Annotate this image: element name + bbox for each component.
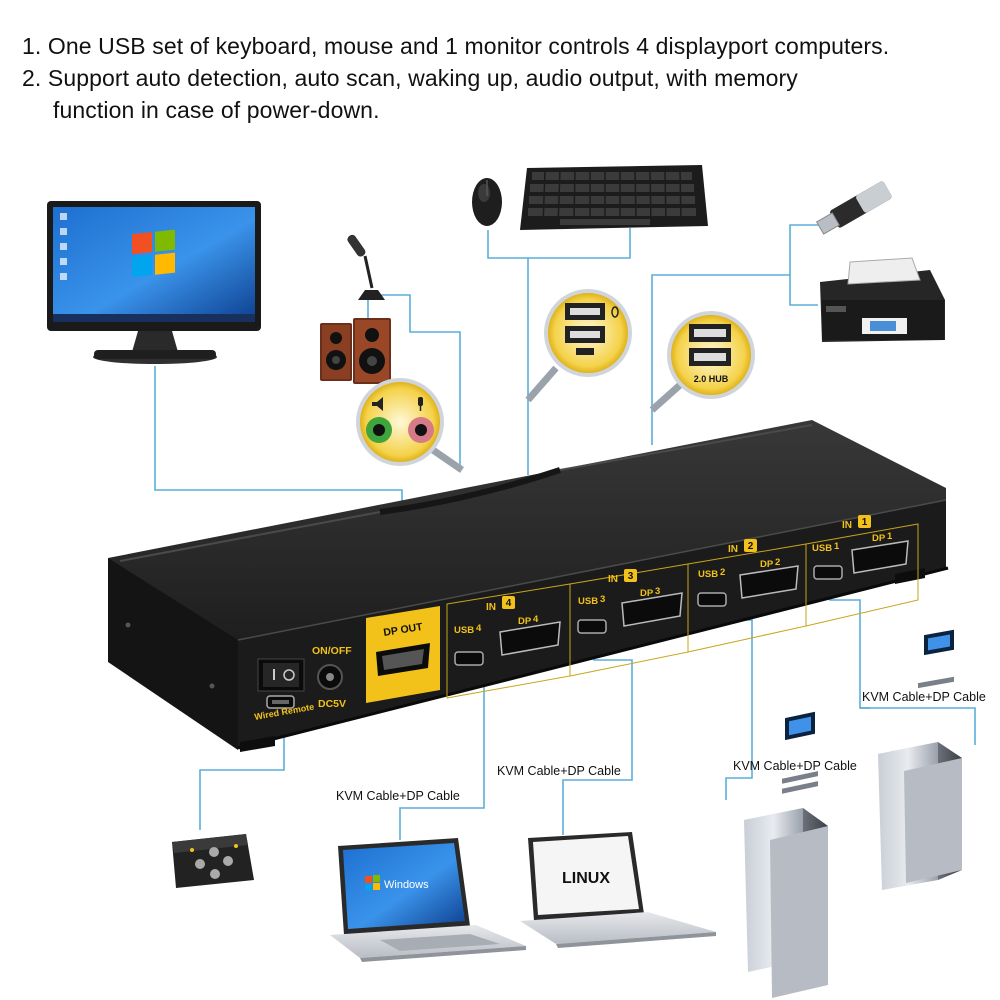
- dp4-label: DP: [518, 616, 532, 627]
- power-switch: [257, 658, 305, 692]
- connection-lines: [154, 224, 976, 840]
- usb1-number: 1: [834, 541, 840, 552]
- dp3-label: DP: [640, 588, 654, 599]
- dp3-port: [621, 592, 683, 627]
- power-label: ON/OFF: [312, 645, 352, 657]
- in1-number: 1: [862, 517, 868, 528]
- audio-jack-magnifier: [356, 378, 464, 473]
- tower-pc-2: [744, 711, 828, 998]
- in4-line: [399, 680, 485, 840]
- usb4-number: 4: [476, 623, 482, 634]
- remote-port: [266, 695, 295, 709]
- usb3-label: USB: [578, 596, 598, 607]
- keyboard-icon: [520, 165, 708, 230]
- dp2-number: 2: [775, 557, 780, 568]
- in3-line: [562, 650, 633, 835]
- in1-label: IN: [842, 520, 852, 531]
- usb2-label: USB: [698, 569, 718, 580]
- feature-item-2: 2. Support auto detection, auto scan, wa…: [22, 65, 798, 91]
- printer-icon: [820, 257, 945, 342]
- dp1-port: [851, 540, 909, 574]
- usb3-port: [577, 619, 607, 634]
- windows-laptop: Windows: [330, 838, 526, 962]
- cable-label-in2: KVM Cable+DP Cable: [733, 759, 857, 773]
- dc-label: DC5V: [318, 698, 346, 710]
- windows-screen-text: Windows: [384, 879, 429, 891]
- cable-label-in4: KVM Cable+DP Cable: [336, 789, 460, 803]
- usb2-port: [697, 592, 727, 607]
- tower-pc-1: [878, 629, 962, 890]
- cable-label-in3: KVM Cable+DP Cable: [497, 764, 621, 778]
- dp2-port: [739, 565, 799, 599]
- dc-jack: [317, 664, 343, 690]
- feature-item-2-continuation: function in case of power-down.: [53, 97, 380, 123]
- audio-line: [380, 294, 461, 470]
- windows-logo-small-icon: [365, 875, 380, 891]
- microphone-small-icon: [418, 397, 423, 411]
- dp-out-block: DP OUT: [366, 606, 440, 703]
- speaker-icon: [372, 397, 383, 411]
- linux-laptop: LINUX: [520, 832, 716, 948]
- in3-number: 3: [628, 571, 634, 582]
- printer-line: [789, 275, 818, 306]
- usb3-number: 3: [600, 594, 605, 605]
- input-group-1: IN 1 USB 1 DP 1: [805, 515, 919, 627]
- hub-label: 2.0 HUB: [694, 374, 729, 384]
- dp4-port: [499, 621, 561, 656]
- usb4-port: [454, 651, 484, 666]
- usb4-label: USB: [454, 625, 474, 636]
- keyboard-small-icon: [576, 348, 594, 355]
- in4-label: IN: [486, 602, 496, 613]
- usb2-number: 2: [720, 567, 725, 578]
- input-group-2: IN 2 USB 2 DP 2: [687, 539, 807, 653]
- desktop-monitor: [47, 201, 261, 364]
- kvm-switch: ON/OFF DC5V Wired Remote DP OUT IN 4 USB…: [108, 420, 949, 752]
- remote-line: [199, 730, 285, 830]
- in4-number: 4: [506, 598, 512, 609]
- linux-screen-text: LINUX: [562, 870, 610, 887]
- usb1-port: [813, 565, 843, 580]
- mouse-small-icon: [611, 306, 619, 318]
- usb-port-magnifier: [525, 289, 632, 403]
- dp3-number: 3: [655, 586, 660, 597]
- mouse-icon: [472, 178, 502, 226]
- feature-list: 1. One USB set of keyboard, mouse and 1 …: [22, 30, 987, 126]
- dp4-number: 4: [533, 614, 539, 625]
- cable-label-in1: KVM Cable+DP Cable: [862, 690, 986, 704]
- kvm-top: [108, 420, 946, 642]
- usb1-label: USB: [812, 543, 832, 554]
- in1-line: [829, 595, 976, 745]
- windows-logo-icon: [132, 229, 175, 278]
- dp2-label: DP: [760, 559, 774, 570]
- keyboard-line: [487, 228, 631, 259]
- dp1-label: DP: [872, 533, 886, 544]
- usb-flash-drive-icon: [815, 181, 892, 235]
- usb-hub-magnifier: 2.0 HUB: [649, 311, 755, 413]
- in2-number: 2: [748, 541, 754, 552]
- dp1-number: 1: [887, 531, 893, 542]
- speakers-icon: [320, 318, 391, 384]
- wired-remote-icon: [172, 834, 254, 888]
- microphone-icon: [347, 234, 385, 300]
- in2-label: IN: [728, 544, 738, 555]
- feature-item-1: 1. One USB set of keyboard, mouse and 1 …: [22, 33, 890, 59]
- in3-label: IN: [608, 574, 618, 585]
